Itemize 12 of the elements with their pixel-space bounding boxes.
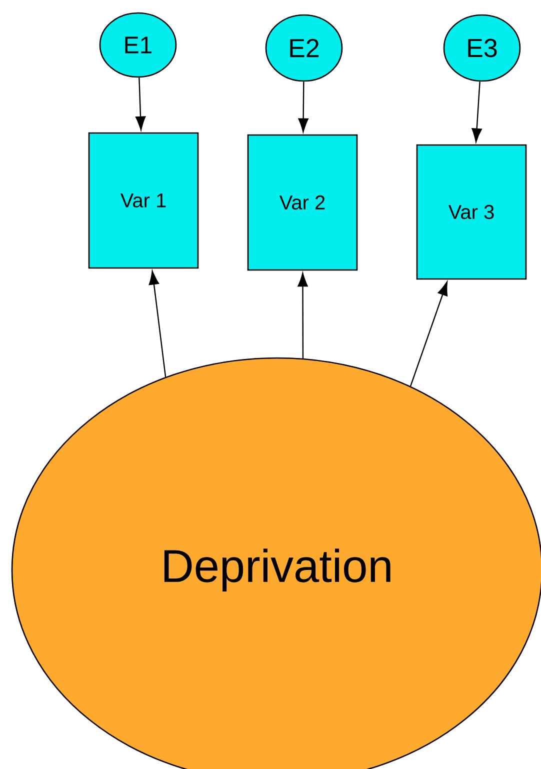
arrow: [298, 82, 308, 132]
variable-box: Var 3: [416, 144, 527, 280]
circle-node: E3: [443, 14, 521, 82]
circle-node: E2: [265, 14, 343, 82]
arrow: [148, 270, 166, 378]
arrow: [472, 82, 482, 142]
arrow: [298, 272, 308, 358]
arrow: [410, 282, 448, 386]
circle-node: E1: [99, 12, 177, 78]
variable-box: Var 1: [88, 132, 199, 269]
arrow: [135, 78, 146, 130]
variable-box: Var 2: [247, 134, 358, 271]
